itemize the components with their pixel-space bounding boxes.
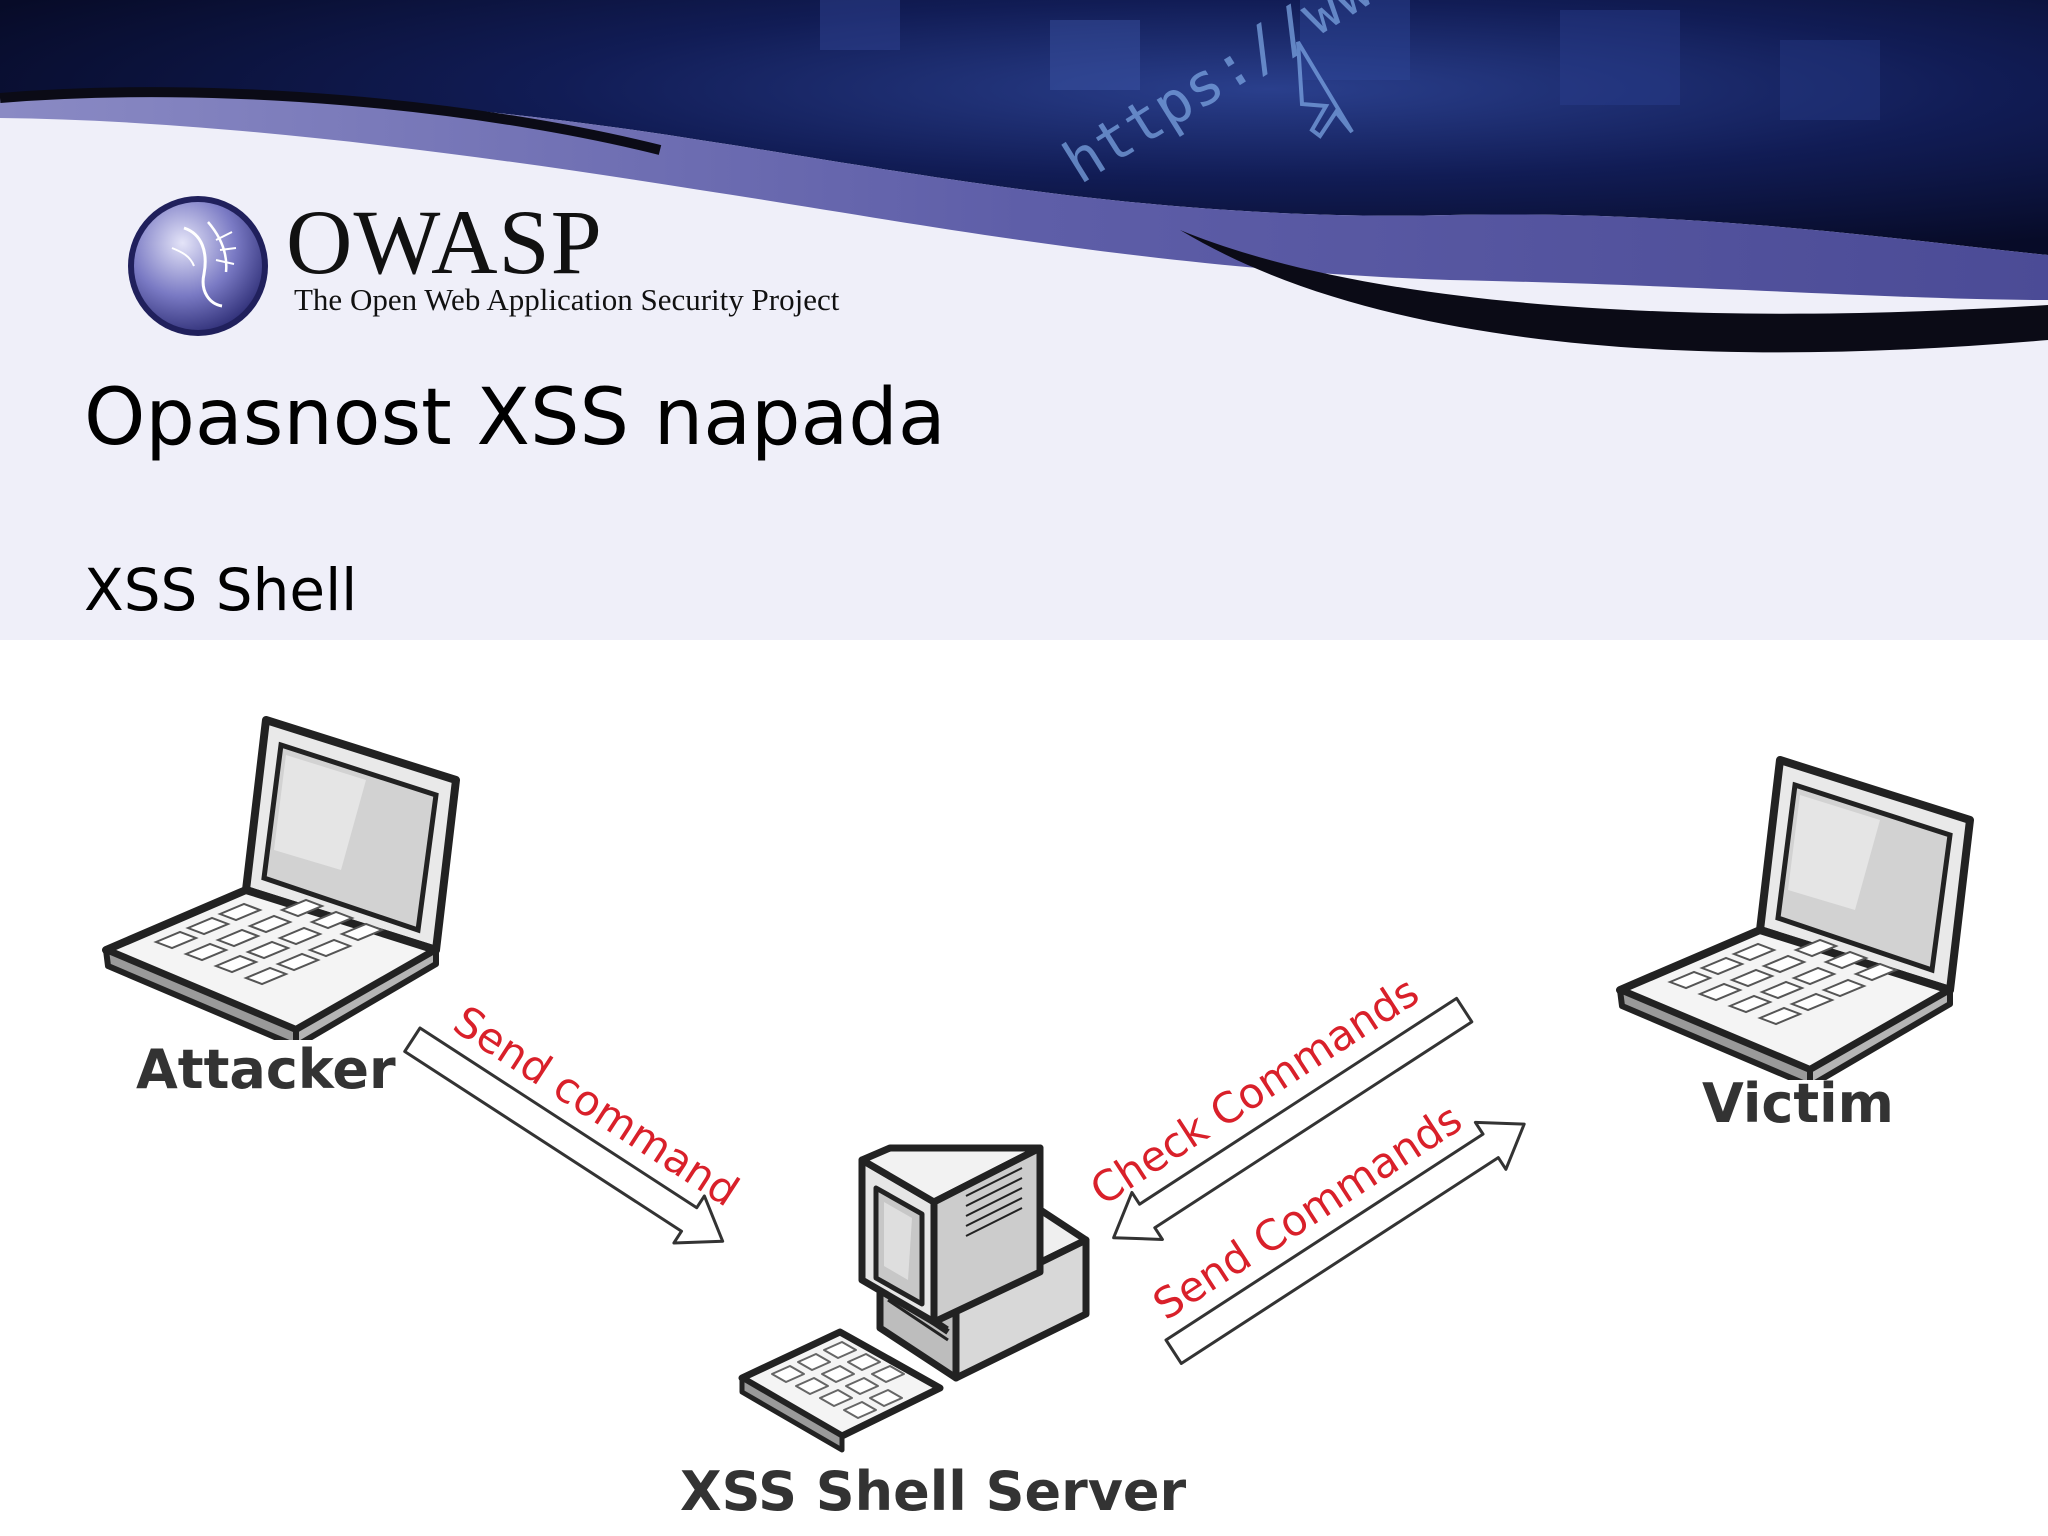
owasp-logo: OWASP The Open Web Application Security … <box>124 192 904 342</box>
victim-laptop-icon <box>1620 760 1970 1086</box>
attacker-laptop-icon <box>106 720 456 1046</box>
owasp-globe-icon <box>128 196 268 336</box>
server-computer-icon <box>738 1144 1090 1453</box>
server-label: XSS Shell Server <box>680 1460 1187 1523</box>
slide-subtitle: XSS Shell <box>84 556 358 624</box>
slide-title: Opasnost XSS napada <box>84 373 946 463</box>
slide-header: https://www. OWASP The Open Web Applicat… <box>0 0 2048 640</box>
victim-label: Victim <box>1702 1072 1894 1135</box>
banner-image: https://www. <box>0 0 2048 353</box>
banner-texture <box>820 0 1880 120</box>
cursor-icon <box>1296 40 1354 139</box>
attacker-label: Attacker <box>136 1038 396 1101</box>
send-command-arrow: Send command <box>403 996 747 1245</box>
logo-tagline: The Open Web Application Security Projec… <box>294 282 840 317</box>
logo-wordmark: OWASP <box>286 191 603 293</box>
xss-shell-diagram: Attacker Victim <box>0 640 2048 1523</box>
